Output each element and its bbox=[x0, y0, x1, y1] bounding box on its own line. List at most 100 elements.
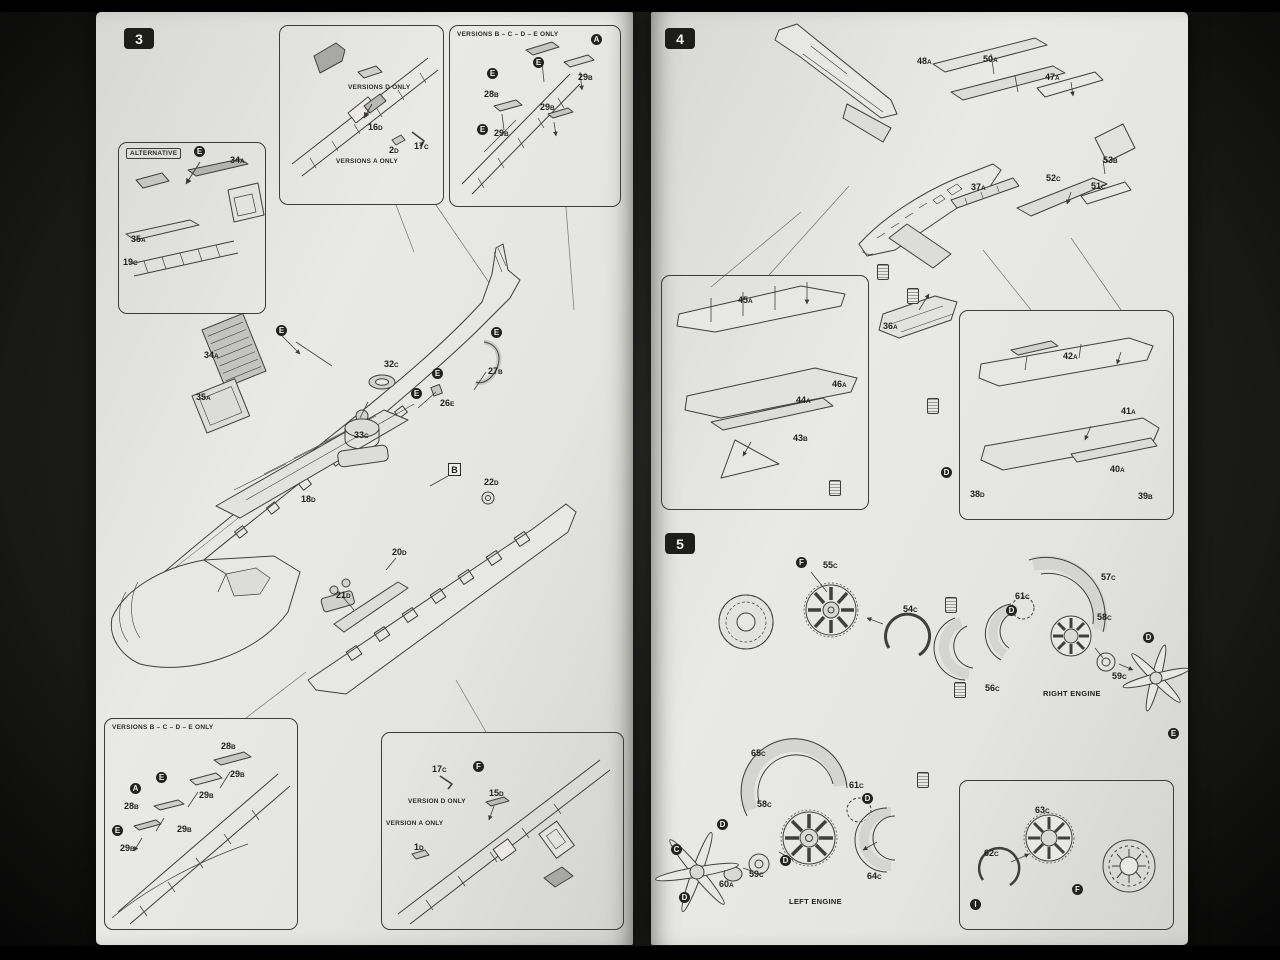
part-number-label: 53B bbox=[1103, 155, 1118, 165]
color-code-badge: E bbox=[487, 68, 498, 79]
part-number-label: 16D bbox=[368, 122, 383, 132]
versions-d-a-box-art bbox=[291, 42, 439, 177]
center-section-panel bbox=[878, 293, 958, 339]
step-number-badge: 5 bbox=[665, 533, 695, 554]
part-number-label: 42A bbox=[1063, 351, 1078, 361]
part-number-label: 29B bbox=[540, 102, 555, 112]
part-number-label: 17C bbox=[414, 141, 429, 151]
box-title: Versions B – C – D – E only bbox=[112, 724, 214, 731]
part-number-label: 54C bbox=[903, 604, 918, 614]
color-code-badge: D bbox=[1006, 605, 1017, 616]
part-number-label: 48A bbox=[917, 56, 932, 66]
color-code-badge: D bbox=[941, 467, 952, 478]
versions-bcde-box-top: Versions B – C – D – E only bbox=[449, 25, 621, 207]
right-propeller bbox=[1122, 644, 1188, 712]
versions-bcde-bottom-box-art bbox=[111, 751, 291, 925]
color-code-badge: A bbox=[591, 34, 602, 45]
part-number-label: 26E bbox=[440, 398, 455, 408]
part-number-label: 19C bbox=[123, 257, 138, 267]
wing-detail-box-left bbox=[661, 275, 869, 510]
engine-detail-box bbox=[959, 780, 1174, 930]
part-number-label: 58C bbox=[1097, 612, 1112, 622]
part-number-label: 1D bbox=[414, 842, 424, 852]
part-number-label: 29B bbox=[578, 72, 593, 82]
versions-detail-box-top bbox=[279, 25, 444, 205]
wing-flap-detail-left bbox=[676, 282, 858, 479]
left-outer-wing bbox=[774, 23, 898, 143]
engine-caption: Left Engine bbox=[789, 897, 842, 906]
part-number-label: 43B bbox=[793, 433, 808, 443]
assembly-symbol-icon bbox=[917, 772, 929, 788]
center-fuselage bbox=[858, 163, 1002, 269]
part-number-label: 40A bbox=[1110, 464, 1125, 474]
part-number-label: 34A bbox=[230, 155, 245, 165]
wheel bbox=[1102, 839, 1156, 893]
part-number-label: 52C bbox=[1046, 173, 1061, 183]
part-number-label: 29B bbox=[230, 769, 245, 779]
part-number-label: 35A bbox=[196, 392, 211, 402]
part-number-label: 60A bbox=[719, 879, 734, 889]
alternative-box-art bbox=[125, 158, 265, 277]
part-number-label: 2D bbox=[389, 145, 399, 155]
versions-detail-box-bottom bbox=[381, 732, 624, 930]
part-number-label: 61C bbox=[849, 780, 864, 790]
color-code-badge: E bbox=[533, 57, 544, 68]
color-code-badge: D bbox=[1143, 632, 1154, 643]
right-wing-panels bbox=[932, 37, 1104, 100]
detail-ref-label: B bbox=[448, 463, 461, 476]
box-title: Alternative bbox=[126, 148, 182, 159]
version-note: Version D only bbox=[408, 798, 466, 805]
part-number-label: 20D bbox=[392, 547, 407, 557]
color-code-badge: E bbox=[156, 772, 167, 783]
color-code-badge: D bbox=[717, 819, 728, 830]
part-number-label: 64C bbox=[867, 871, 882, 881]
interior-parts bbox=[191, 313, 502, 613]
part-number-label: 58C bbox=[757, 799, 772, 809]
part-number-label: 29B bbox=[177, 824, 192, 834]
fuselage-side-wall bbox=[307, 503, 577, 695]
wing-flap-detail-right bbox=[978, 337, 1160, 471]
color-code-badge: E bbox=[491, 327, 502, 338]
part-number-label: 55C bbox=[823, 560, 838, 570]
assembly-symbol-icon bbox=[907, 288, 919, 304]
part-number-label: 62C bbox=[984, 848, 999, 858]
color-code-badge: E bbox=[411, 388, 422, 399]
assembly-symbol-icon bbox=[945, 597, 957, 613]
part-number-label: 28B bbox=[124, 801, 139, 811]
part-number-label: 47A bbox=[1045, 72, 1060, 82]
part-number-label: 34A bbox=[204, 350, 219, 360]
color-code-badge: E bbox=[477, 124, 488, 135]
alternative-versions-box: Alternative bbox=[118, 142, 266, 314]
version-note: Versions A only bbox=[336, 158, 398, 165]
left-propeller bbox=[655, 831, 739, 913]
part-number-label: 50A bbox=[983, 54, 998, 64]
part-number-label: 65C bbox=[751, 748, 766, 758]
fuselage-nose-half bbox=[110, 555, 301, 668]
part-number-label: 61C bbox=[1015, 591, 1030, 601]
part-number-label: 63C bbox=[1035, 805, 1050, 815]
part-number-label: 27B bbox=[488, 366, 503, 376]
color-code-badge: E bbox=[1168, 728, 1179, 739]
step-number-badge: 4 bbox=[665, 28, 695, 49]
color-code-badge: D bbox=[679, 892, 690, 903]
part-number-label: 33C bbox=[354, 430, 369, 440]
part-number-label: 36A bbox=[883, 321, 898, 331]
color-code-badge: I bbox=[970, 899, 981, 910]
part-number-label: 28B bbox=[221, 741, 236, 751]
page-left-step3: 3 Alternative Versions B – C – D – E onl… bbox=[96, 12, 633, 945]
part-number-label: 22D bbox=[484, 477, 499, 487]
version-note: Versions D only bbox=[348, 84, 411, 91]
part-number-label: 29B bbox=[494, 128, 509, 138]
wing-detail-box-right bbox=[959, 310, 1174, 520]
versions-bcde-top-box-art bbox=[461, 41, 595, 195]
part-number-label: 29B bbox=[199, 790, 214, 800]
part-number-label: 17C bbox=[432, 764, 447, 774]
versions-d-a-bottom-box-art bbox=[397, 759, 611, 925]
part-number-label: 29B bbox=[120, 843, 135, 853]
part-number-label: 21D bbox=[336, 590, 351, 600]
step3-exploded-diagram bbox=[110, 41, 611, 925]
part-number-label: 44A bbox=[796, 395, 811, 405]
color-code-badge: F bbox=[796, 557, 807, 568]
